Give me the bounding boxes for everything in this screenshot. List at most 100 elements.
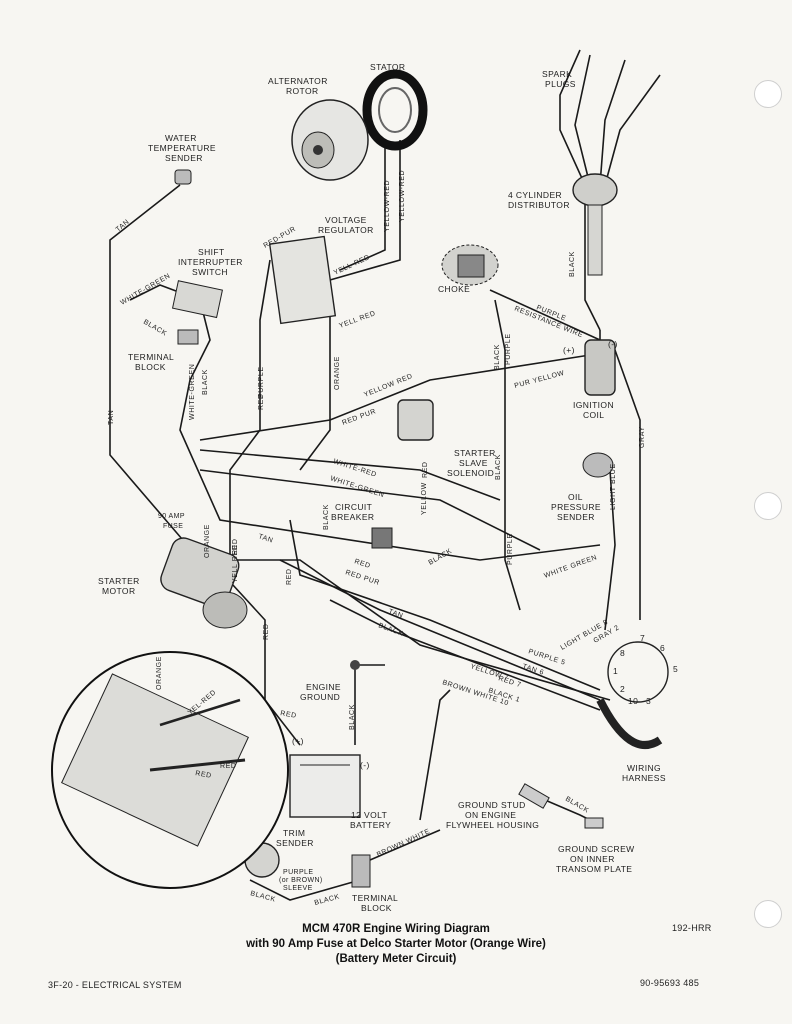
- pin-10: 10: [628, 696, 638, 706]
- label-fuse: FUSE: [163, 523, 183, 530]
- engine-ground: [350, 660, 360, 670]
- label-battery: BATTERY: [350, 820, 391, 830]
- caption-title: MCM 470R Engine Wiring Diagram: [302, 923, 490, 935]
- wire-light-blue: LIGHT BLUE: [610, 463, 617, 510]
- pin-5: 5: [673, 664, 678, 674]
- wire-yell-red-starter: YELL RED: [232, 545, 239, 583]
- choke: [441, 244, 499, 286]
- label-regulator: REGULATOR: [318, 225, 374, 235]
- label-starter-motor: STARTER: [98, 576, 140, 586]
- label-alternator: ALTERNATOR: [268, 76, 328, 86]
- label-ground-screw: GROUND SCREW: [558, 844, 635, 854]
- harness-pins: 7 6 8 5 1 2 10 3: [613, 633, 678, 706]
- wire-orange-starter: ORANGE: [204, 524, 211, 558]
- wire-red-pur-h: RED PUR: [341, 408, 377, 427]
- wire-orange-inset: ORANGE: [156, 656, 163, 690]
- label-harness: HARNESS: [622, 773, 666, 783]
- wire-purple-v3: PURPLE: [507, 533, 514, 565]
- wire-red-batt-v: RED: [263, 623, 270, 640]
- pin-3: 3: [646, 696, 651, 706]
- oil-pressure-sender: [582, 452, 614, 478]
- label-sleeve: SLEEVE: [283, 885, 313, 892]
- label-trim: TRIM: [283, 828, 305, 838]
- label-shift: SHIFT: [198, 247, 225, 257]
- wiring-harness-connector: [596, 641, 669, 749]
- pin-6: 6: [660, 643, 665, 653]
- label-plugs: PLUGS: [545, 79, 576, 89]
- ignition-coil: [584, 339, 616, 396]
- label-interrupter: INTERRUPTER: [178, 257, 243, 267]
- label-breaker: BREAKER: [331, 512, 374, 522]
- starter-inset: [51, 651, 289, 889]
- label-water: WATER: [165, 133, 197, 143]
- label-terminal: TERMINAL: [128, 352, 174, 362]
- pin-2: 2: [620, 684, 625, 694]
- label-block-lower: BLOCK: [361, 903, 392, 913]
- label-spark: SPARK: [542, 69, 572, 79]
- wire-white-red: WHITE-RED: [332, 458, 377, 479]
- label-engine: ENGINE: [306, 682, 341, 692]
- wire-yellow-red: YELLOW-RED: [384, 180, 391, 232]
- wire-black-low-h: BLACK: [428, 548, 454, 567]
- terminal-block: [177, 329, 199, 345]
- footer-section: 3F-20 - ELECTRICAL SYSTEM: [48, 980, 182, 990]
- label-slave: SLAVE: [459, 458, 488, 468]
- starter-slave-solenoid: [397, 399, 434, 441]
- wire-white-green: WHITE-GREEN: [120, 272, 172, 306]
- component-labels: STATOR ALTERNATOR ROTOR SPARK PLUGS WATE…: [98, 62, 666, 913]
- label-motor: MOTOR: [102, 586, 135, 596]
- wire-black-cb: BLACK: [323, 504, 330, 530]
- label-battery-plus: (+): [292, 736, 304, 746]
- label-sender: SENDER: [165, 153, 203, 163]
- wire-black-ground: BLACK: [349, 704, 356, 730]
- wire-pur-yellow: PUR YELLOW: [514, 370, 566, 390]
- wire-red-low: RED: [353, 558, 371, 570]
- label-coil-minus: (-): [608, 339, 618, 349]
- label-oil-sender: SENDER: [557, 512, 595, 522]
- wire-black-v3: BLACK: [495, 454, 502, 480]
- label-wiring: WIRING: [627, 763, 661, 773]
- wire-white-green-low: WHITE GREEN: [543, 554, 598, 580]
- wire-yellow-v: YELLOW: [421, 482, 428, 515]
- label-stator: STATOR: [370, 62, 405, 72]
- label-12-volt: 12 VOLT: [351, 810, 387, 820]
- wire-red-inset: RED: [220, 763, 237, 770]
- label-switch: SWITCH: [192, 267, 228, 277]
- label-4-cylinder: 4 CYLINDER: [508, 190, 562, 200]
- label-circuit: CIRCUIT: [335, 502, 372, 512]
- voltage-regulator: [268, 235, 337, 325]
- label-terminal-lower: TERMINAL: [352, 893, 398, 903]
- wire-gray: GRAY: [639, 426, 646, 448]
- label-battery-minus: (-): [360, 760, 370, 770]
- caption-note: (Battery Meter Circuit): [335, 953, 457, 965]
- label-ground: GROUND: [300, 692, 340, 702]
- label-solenoid: SOLENOID: [447, 468, 494, 478]
- label-ground-stud: GROUND STUD: [458, 800, 526, 810]
- wire-purple-choke: PURPLE: [505, 333, 512, 365]
- wire-white-green-v: WHITE-GREEN: [189, 364, 196, 420]
- wire-black: BLACK: [142, 319, 168, 338]
- wire-orange: ORANGE: [334, 356, 341, 390]
- wire-red-batt: RED: [280, 710, 298, 720]
- wire-tan-v: TAN: [108, 410, 115, 425]
- label-ignition: IGNITION: [573, 400, 614, 410]
- terminal-block-lower: [351, 854, 371, 888]
- wire-yellow-red-2: YELLOW-RED: [399, 170, 406, 222]
- binder-hole: [754, 80, 782, 108]
- wire-black-choke: BLACK: [494, 344, 501, 370]
- water-temperature-sender: [174, 169, 192, 185]
- pin-7: 7: [640, 633, 645, 643]
- ground-stud: [518, 783, 550, 809]
- battery: [289, 754, 361, 818]
- distributor: [572, 173, 618, 276]
- wire-black-trim: BLACK: [249, 890, 276, 903]
- label-block: BLOCK: [135, 362, 166, 372]
- binder-hole: [754, 492, 782, 520]
- starter-motor: [160, 537, 248, 629]
- alternator-rotor: [291, 99, 369, 181]
- label-trim-sender: SENDER: [276, 838, 314, 848]
- wire-red-pur-low: RED PUR: [344, 569, 380, 587]
- wire-black-dist: BLACK: [569, 251, 576, 277]
